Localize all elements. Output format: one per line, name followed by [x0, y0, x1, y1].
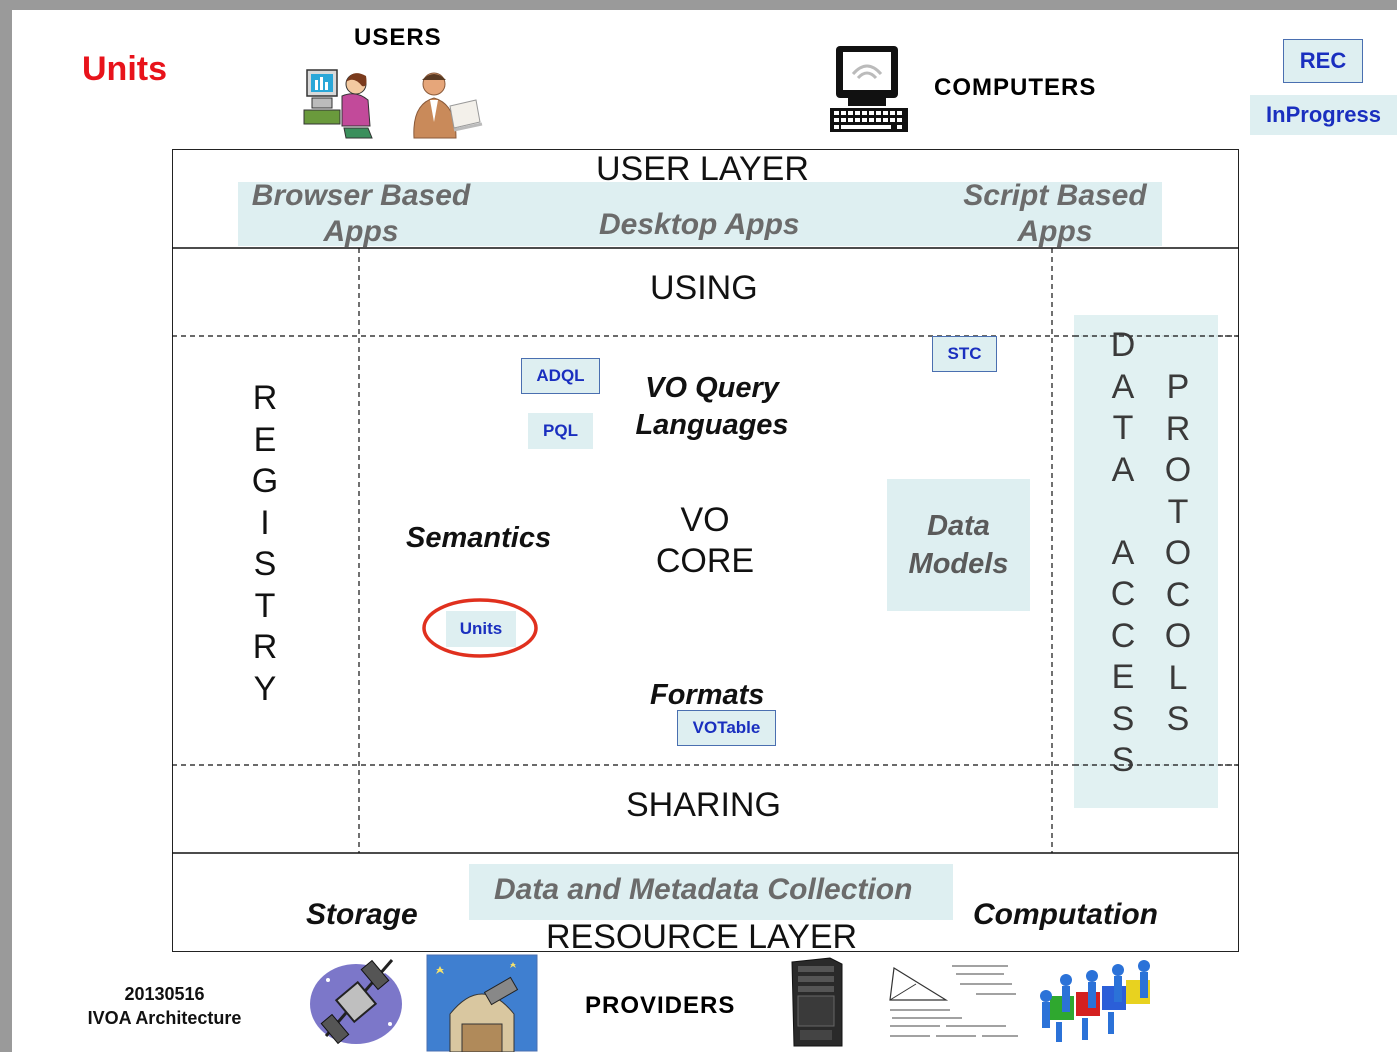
stc-box: STC	[932, 336, 997, 372]
data-metadata-collection-box	[469, 864, 953, 920]
computers-label: COMPUTERS	[934, 74, 1097, 101]
slide-title: Units	[82, 50, 167, 88]
footer-date: 20130516	[124, 984, 205, 1004]
user-at-computer-icon	[303, 69, 373, 139]
teamwork-puzzle-icon	[1040, 960, 1150, 1042]
footer-caption: 20130516 IVOA Architecture	[72, 982, 257, 1030]
desktop-apps-label: Desktop Apps	[599, 208, 800, 241]
architecture-frame	[172, 149, 1239, 952]
sharing-label: SHARING	[626, 786, 781, 824]
server-tower-icon	[791, 957, 843, 1047]
data-access-dividers	[1074, 335, 1239, 766]
math-formulas-icon	[889, 965, 1018, 1037]
data-access-band	[1074, 315, 1218, 808]
architecture-slide: Units USERS COMPUTERS	[12, 10, 1397, 1052]
units-box: Units	[446, 611, 516, 647]
footer-architecture: IVOA Architecture	[87, 1008, 242, 1028]
observatory-icon	[426, 954, 538, 1052]
using-label: USING	[650, 269, 758, 307]
providers-label: PROVIDERS	[585, 992, 736, 1019]
resource-layer-title: RESOURCE LAYER	[546, 918, 858, 956]
votable-box: VOTable	[677, 710, 776, 746]
users-label: USERS	[354, 24, 442, 51]
satellite-icon	[310, 959, 402, 1045]
pql-box: PQL	[528, 413, 593, 449]
legend-in-progress: InProgress	[1250, 95, 1397, 135]
user-apps-band	[238, 182, 1162, 246]
computation-label: Computation	[973, 898, 1158, 931]
user-layer-title: USER LAYER	[596, 150, 809, 188]
businessman-icon	[413, 72, 483, 139]
semantics-label: Semantics	[406, 522, 552, 554]
storage-label: Storage	[306, 898, 418, 931]
layer-dividers	[172, 247, 1239, 854]
adql-box: ADQL	[521, 358, 600, 394]
formats-label: Formats	[650, 679, 765, 711]
units-highlight-ring	[422, 598, 538, 658]
computer-terminal-icon	[830, 46, 908, 132]
legend-rec: REC	[1283, 39, 1363, 83]
data-metadata-collection-label: Data and Metadata Collection	[494, 873, 913, 906]
